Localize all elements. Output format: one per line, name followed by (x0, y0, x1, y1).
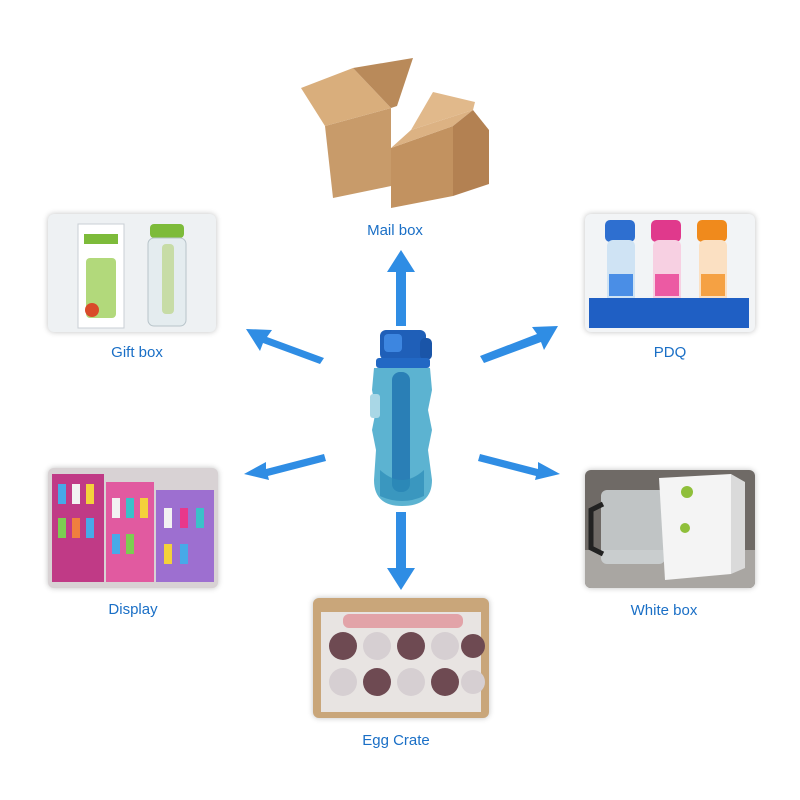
white-box-icon (585, 470, 755, 588)
pdq-photo (585, 214, 755, 332)
arrow-to-display (244, 454, 326, 480)
shelf-display-icon (48, 468, 218, 588)
arrow-to-pdq (480, 326, 558, 363)
gift-box-label: Gift box (111, 344, 163, 361)
arrow-to-gift-box (246, 329, 324, 364)
gift-box-photo (48, 214, 216, 332)
egg-crate-label: Egg Crate (362, 732, 430, 749)
arrow-to-white-box (478, 454, 560, 480)
gift-box-icon (48, 214, 216, 332)
mail-box-photo (293, 48, 495, 213)
pdq-tray-icon (585, 214, 755, 332)
arrow-to-mail-box (387, 250, 415, 326)
display-photo (48, 468, 218, 588)
cardboard-box-icon (301, 58, 489, 208)
arrow-to-egg-crate (387, 512, 415, 590)
water-bottle-icon (370, 330, 432, 506)
mail-box-label: Mail box (367, 222, 423, 239)
center-bottle (362, 330, 440, 508)
display-label: Display (108, 601, 158, 618)
egg-crate-icon (313, 598, 489, 718)
white-box-photo (585, 470, 755, 588)
egg-crate-photo (313, 598, 489, 718)
pdq-label: PDQ (653, 344, 687, 361)
white-box-label: White box (630, 602, 698, 619)
